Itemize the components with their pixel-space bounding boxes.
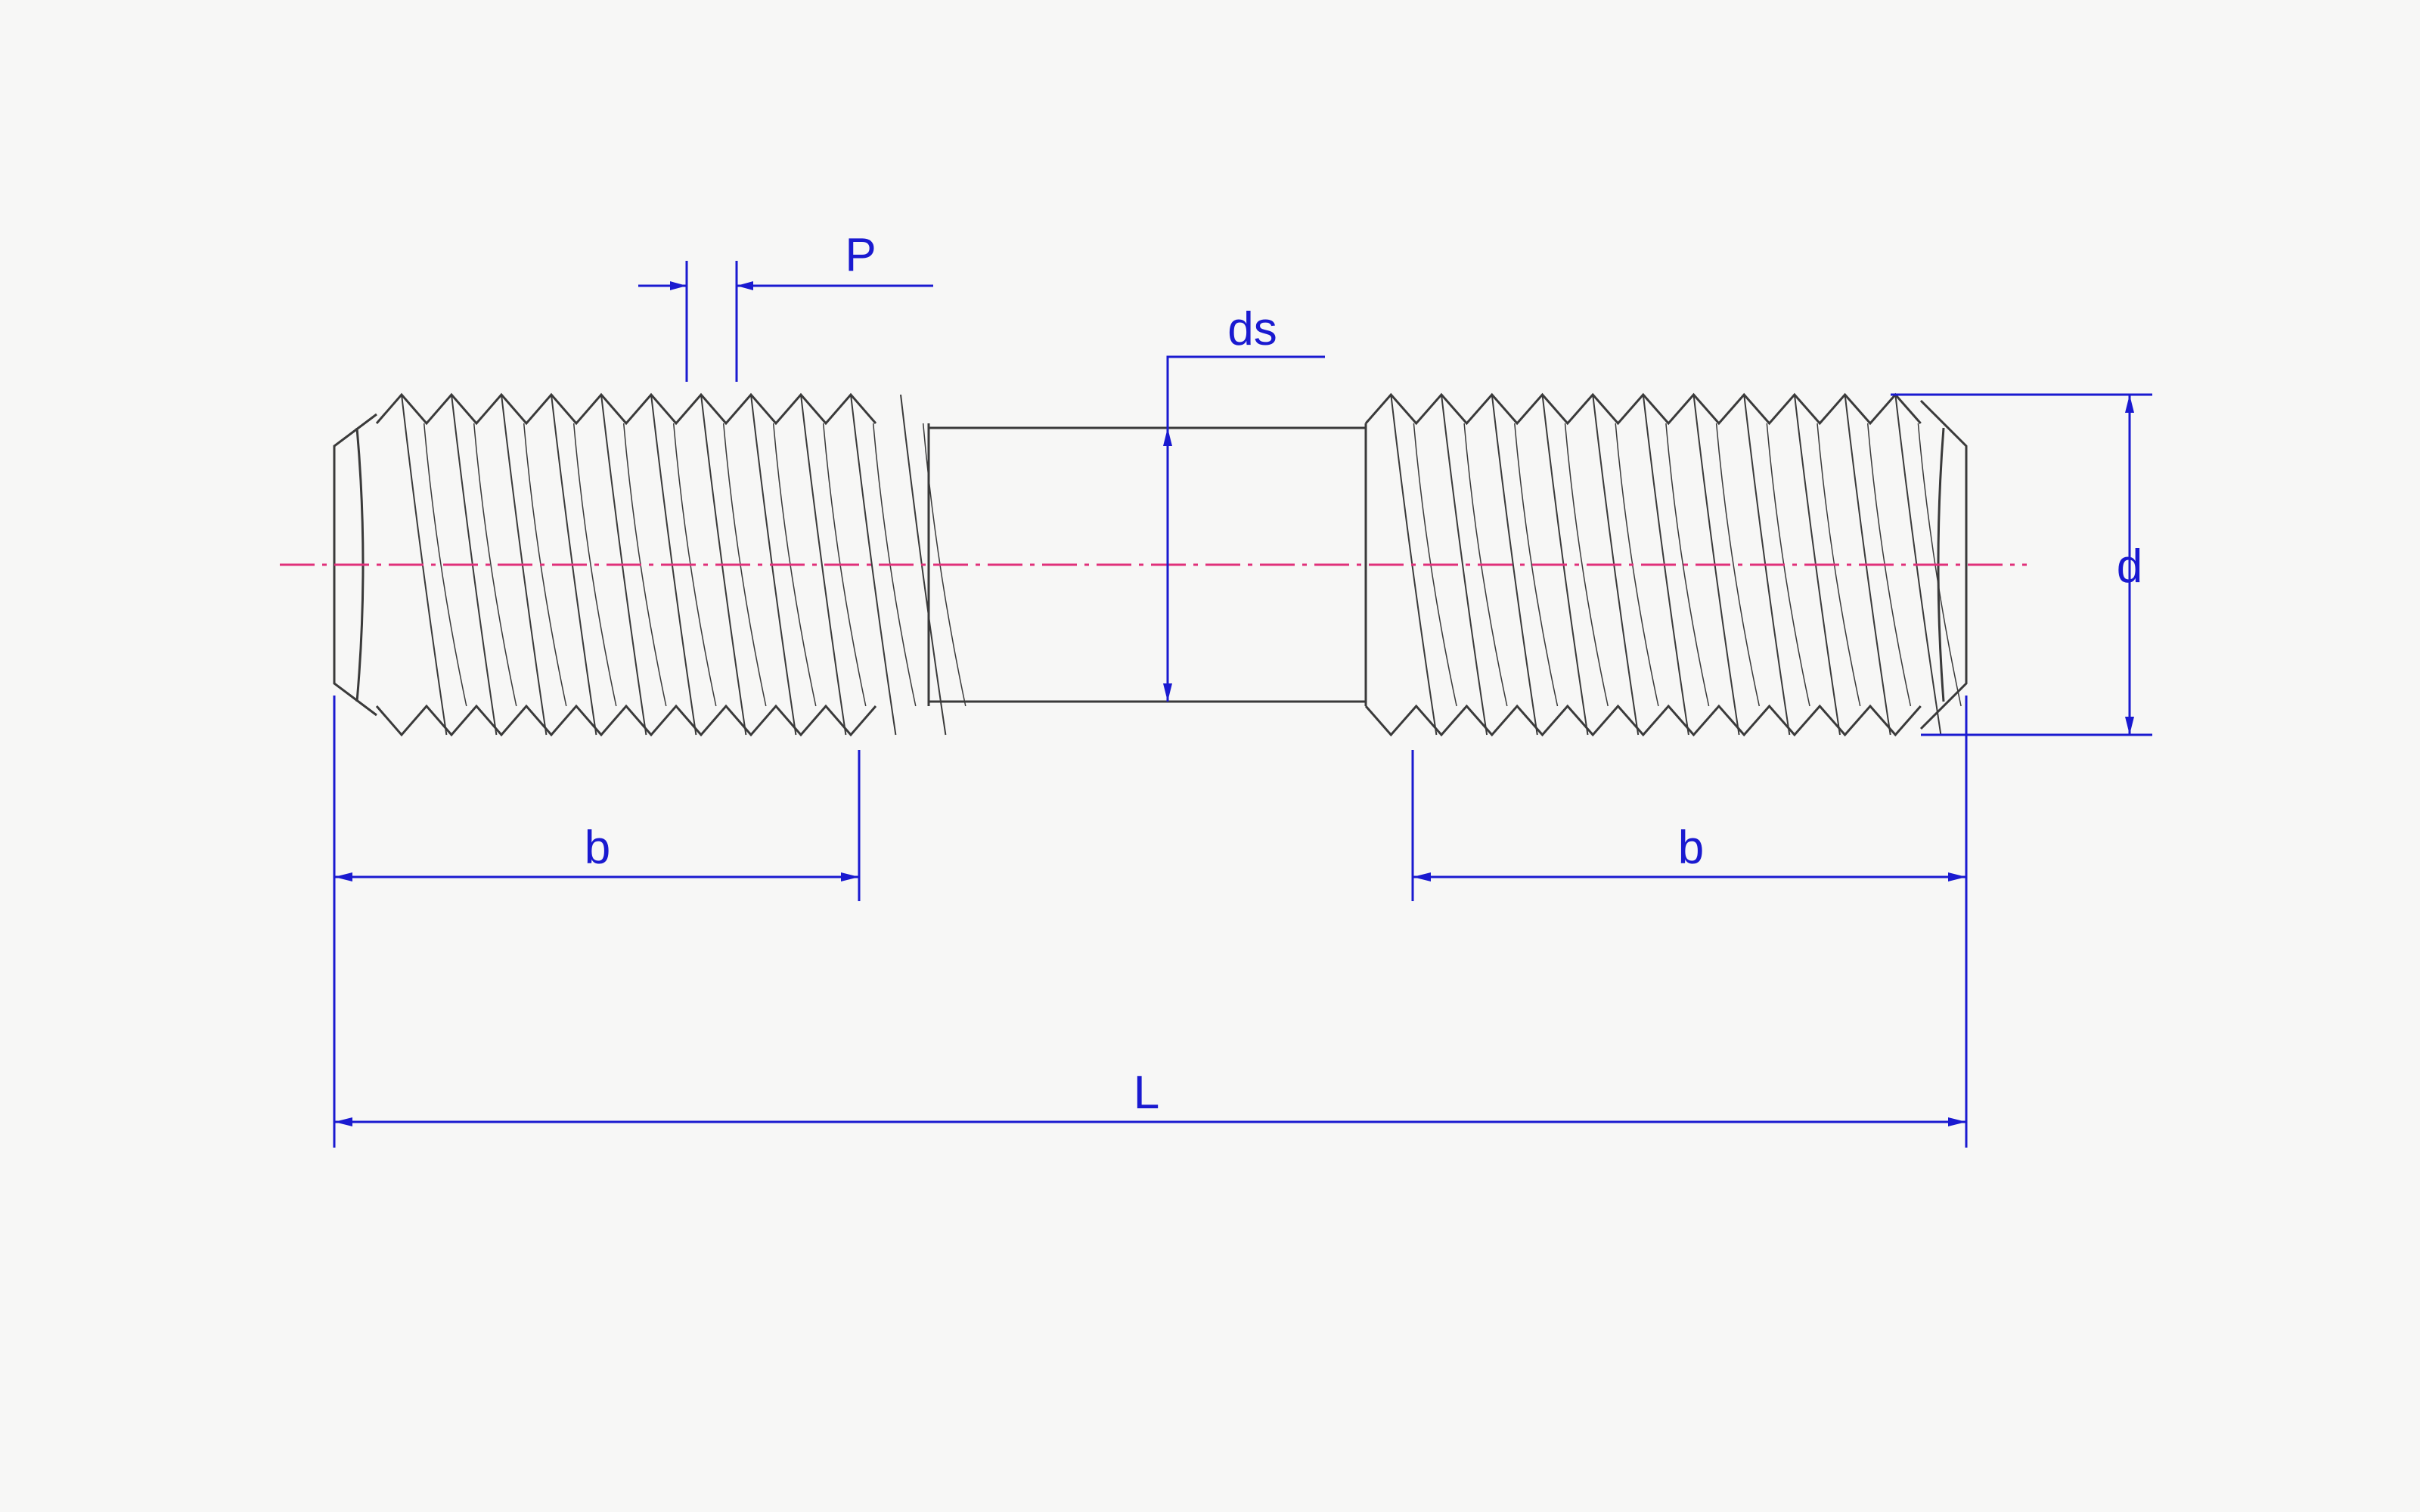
thread-helix-line bbox=[1441, 394, 1488, 736]
thread-helix-line bbox=[850, 394, 897, 736]
dimension-labels: P ds d b b L bbox=[585, 229, 2142, 1119]
shank-diameter-label: ds bbox=[1227, 303, 1277, 355]
thread-helix-line bbox=[1491, 394, 1538, 736]
thread-root-line bbox=[1715, 423, 1761, 707]
pitch-label: P bbox=[845, 229, 876, 281]
thread-length-left-dimension bbox=[333, 696, 861, 1148]
thread-helix-line bbox=[800, 394, 847, 736]
thread-root-line bbox=[473, 423, 517, 707]
thread-crest-bottom bbox=[1364, 704, 1922, 737]
thread-crest-top bbox=[375, 392, 877, 426]
thread-root-line bbox=[1564, 423, 1609, 707]
thread-length-right-dimension bbox=[1411, 696, 1968, 1148]
major-diameter-dimension bbox=[1891, 393, 2152, 736]
total-length-dimension bbox=[334, 1117, 1966, 1126]
thread-length-right-label: b bbox=[1678, 822, 1704, 874]
thread-root-line bbox=[423, 423, 467, 707]
total-length-label: L bbox=[1134, 1067, 1159, 1119]
thread-crest-bottom bbox=[375, 704, 877, 737]
unthreaded-shank bbox=[927, 423, 1367, 706]
thread-root-line bbox=[572, 423, 617, 707]
shank-diameter-dimension bbox=[1163, 355, 1325, 702]
dimensions bbox=[333, 261, 2152, 1148]
major-diameter-label: d bbox=[2117, 541, 2142, 593]
thread-root-line bbox=[1514, 423, 1559, 707]
thread-length-left-label: b bbox=[585, 822, 610, 874]
pitch-dimension bbox=[638, 261, 933, 382]
thread-root-line bbox=[1665, 423, 1710, 707]
